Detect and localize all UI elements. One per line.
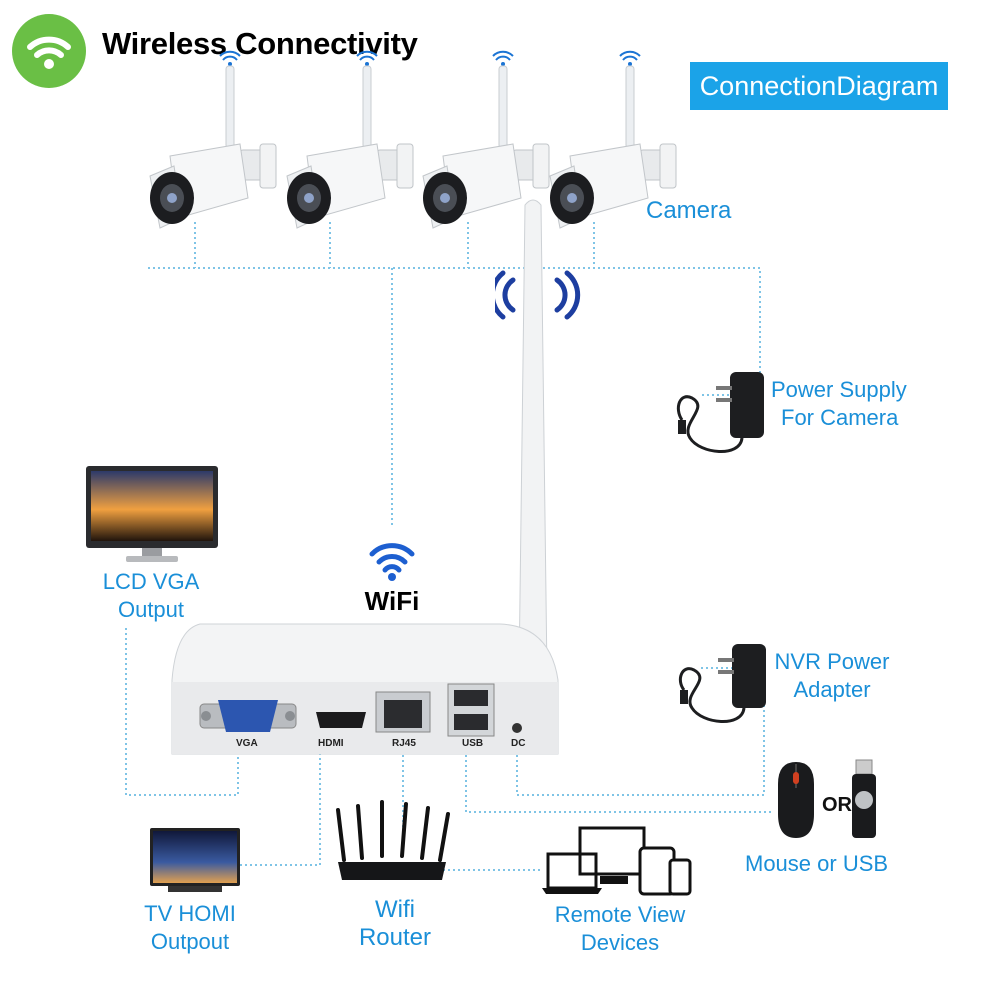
camera-1: [149, 50, 277, 229]
mouse-usb-label: Mouse or USB: [745, 851, 889, 876]
usb-ports: [447, 683, 495, 737]
tv-icon: [150, 828, 240, 892]
dc-port-label: DC: [511, 738, 526, 749]
tv-hdmi-output-label: TV HOMI Outpout: [144, 901, 236, 954]
wifi-icon: [369, 543, 415, 581]
remote-view-devices-label: Remote View Devices: [554, 902, 686, 955]
mouse-icon: [778, 762, 814, 838]
wifi-badge: [12, 14, 86, 88]
vga-port-label: VGA: [236, 738, 258, 749]
usb-port-label: USB: [462, 738, 484, 749]
vga-port: [199, 700, 297, 732]
or-label: OR: [822, 794, 852, 816]
power-supply-label: Power Supply For Camera: [771, 377, 907, 430]
nvr-power-adapter-icon: [678, 644, 766, 723]
wifi-label: WiFi: [364, 586, 420, 616]
camera-2: [286, 50, 414, 229]
connection-diagram-badge: ConnectionDiagram: [690, 62, 948, 110]
mouse-usb-icons: [778, 759, 876, 838]
lcd-monitor-icon: [86, 466, 218, 562]
wifi-router-label: Wifi Router: [358, 896, 432, 951]
usb-drive-icon: [852, 759, 876, 838]
hdmi-port: [316, 712, 366, 728]
remote-devices-icon: [542, 826, 692, 896]
wifi-icon: [27, 36, 71, 69]
nvr-antenna: [495, 199, 581, 676]
signal-icon: [495, 270, 581, 320]
dc-port: [512, 723, 522, 733]
nvr-recorder: [171, 623, 559, 755]
rj45-port-label: RJ45: [392, 738, 416, 749]
router-icon: [336, 800, 450, 880]
lcd-vga-output-label: LCD VGA Output: [102, 569, 200, 622]
rj45-port: [375, 691, 431, 733]
camera-label: Camera: [646, 197, 732, 224]
camera-power-supply-icon: [676, 372, 764, 453]
hdmi-port-label: HDMI: [318, 738, 344, 749]
page-title: Wireless Connectivity: [102, 26, 418, 61]
nvr-power-adapter-label: NVR Power Adapter: [774, 649, 890, 702]
